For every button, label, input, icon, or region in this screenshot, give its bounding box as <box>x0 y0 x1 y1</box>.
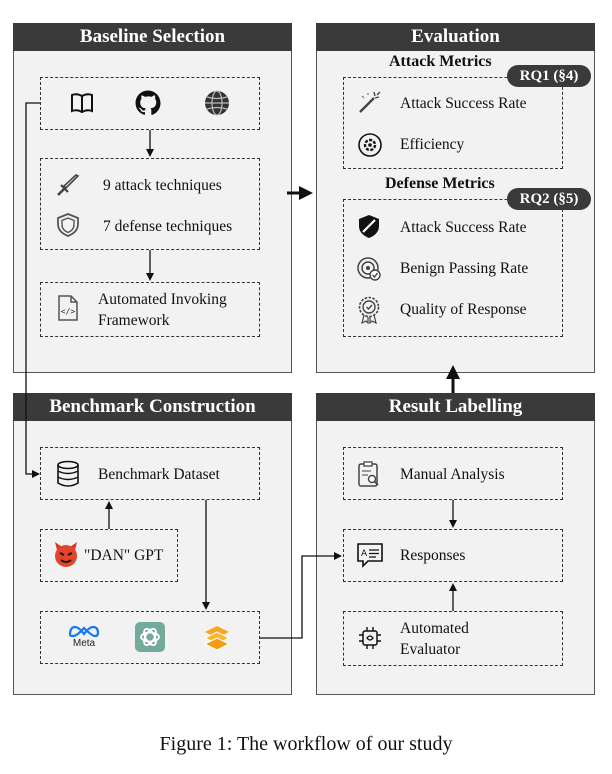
benign-passing-rate-label: Benign Passing Rate <box>400 260 529 277</box>
quality-badge-icon <box>358 296 380 324</box>
svg-text:A: A <box>361 549 368 559</box>
efficiency-gear-icon <box>358 133 382 157</box>
claude-logo-icon <box>203 626 231 651</box>
meta-logo-icon: Meta <box>66 624 102 650</box>
magic-wand-icon <box>359 91 381 113</box>
code-file-icon: </> <box>58 295 78 321</box>
book-icon <box>71 93 93 114</box>
baseline-selection-header: Baseline Selection <box>13 23 292 51</box>
result-labelling-header: Result Labelling <box>316 393 595 421</box>
globe-icon <box>205 90 229 116</box>
svg-text:</>: </> <box>61 307 76 316</box>
shield-icon <box>57 213 79 237</box>
sword-icon <box>57 174 80 196</box>
dan-gpt-box <box>40 529 178 582</box>
sources-to-dataset-arrow <box>25 102 40 478</box>
figure-caption: Figure 1: The workflow of our study <box>159 733 453 755</box>
github-icon <box>135 90 161 115</box>
automated-evaluator-label-line1: Automated <box>400 620 469 637</box>
manual-analysis-box <box>343 447 563 500</box>
benchmark-dataset-label: Benchmark Dataset <box>98 466 220 483</box>
devil-face-icon <box>55 542 77 567</box>
sources-box <box>40 77 260 130</box>
responses-box <box>343 529 563 582</box>
benchmark-construction-panel <box>13 393 292 695</box>
target-check-icon <box>357 257 381 281</box>
rq1-badge: RQ1 (§4) <box>507 65 591 87</box>
automated-evaluator-label-line2: Evaluator <box>400 641 461 658</box>
dan-gpt-label: "DAN" GPT <box>84 547 164 564</box>
meta-logo-text: Meta <box>72 638 96 649</box>
shield-block-icon <box>359 215 379 238</box>
attack-techniques-label: 9 attack techniques <box>103 177 222 194</box>
responses-label: Responses <box>400 547 466 564</box>
framework-label-line2: Framework <box>98 312 170 329</box>
clipboard-search-icon <box>358 461 379 487</box>
framework-label-line1: Automated Invoking <box>98 291 227 308</box>
manual-analysis-label: Manual Analysis <box>400 466 505 483</box>
framework-box <box>40 282 260 337</box>
techniques-box <box>40 158 260 250</box>
defense-metrics-title: Defense Metrics <box>385 175 495 192</box>
chatgpt-logo-icon <box>135 622 165 652</box>
efficiency-label: Efficiency <box>400 136 465 153</box>
attack-metrics-title: Attack Metrics <box>389 53 492 70</box>
quality-of-response-label: Quality of Response <box>400 301 527 318</box>
database-icon <box>57 460 79 487</box>
attack-success-rate-label: Attack Success Rate <box>400 95 527 112</box>
llm-models-box <box>40 611 260 664</box>
models-to-responses-arrow <box>260 552 342 639</box>
benchmark-construction-header: Benchmark Construction <box>13 393 292 421</box>
text-response-icon: A <box>357 543 383 568</box>
defense-techniques-label: 7 defense techniques <box>103 218 233 235</box>
defense-metrics-box <box>343 199 563 337</box>
benchmark-dataset-box <box>40 447 260 500</box>
automated-evaluator-box <box>343 611 563 666</box>
attack-metrics-box <box>343 77 563 169</box>
rq2-badge: RQ2 (§5) <box>507 188 591 210</box>
ai-brain-icon <box>359 627 381 649</box>
evaluation-header: Evaluation <box>316 23 595 51</box>
defense-attack-success-rate-label: Attack Success Rate <box>400 219 527 236</box>
